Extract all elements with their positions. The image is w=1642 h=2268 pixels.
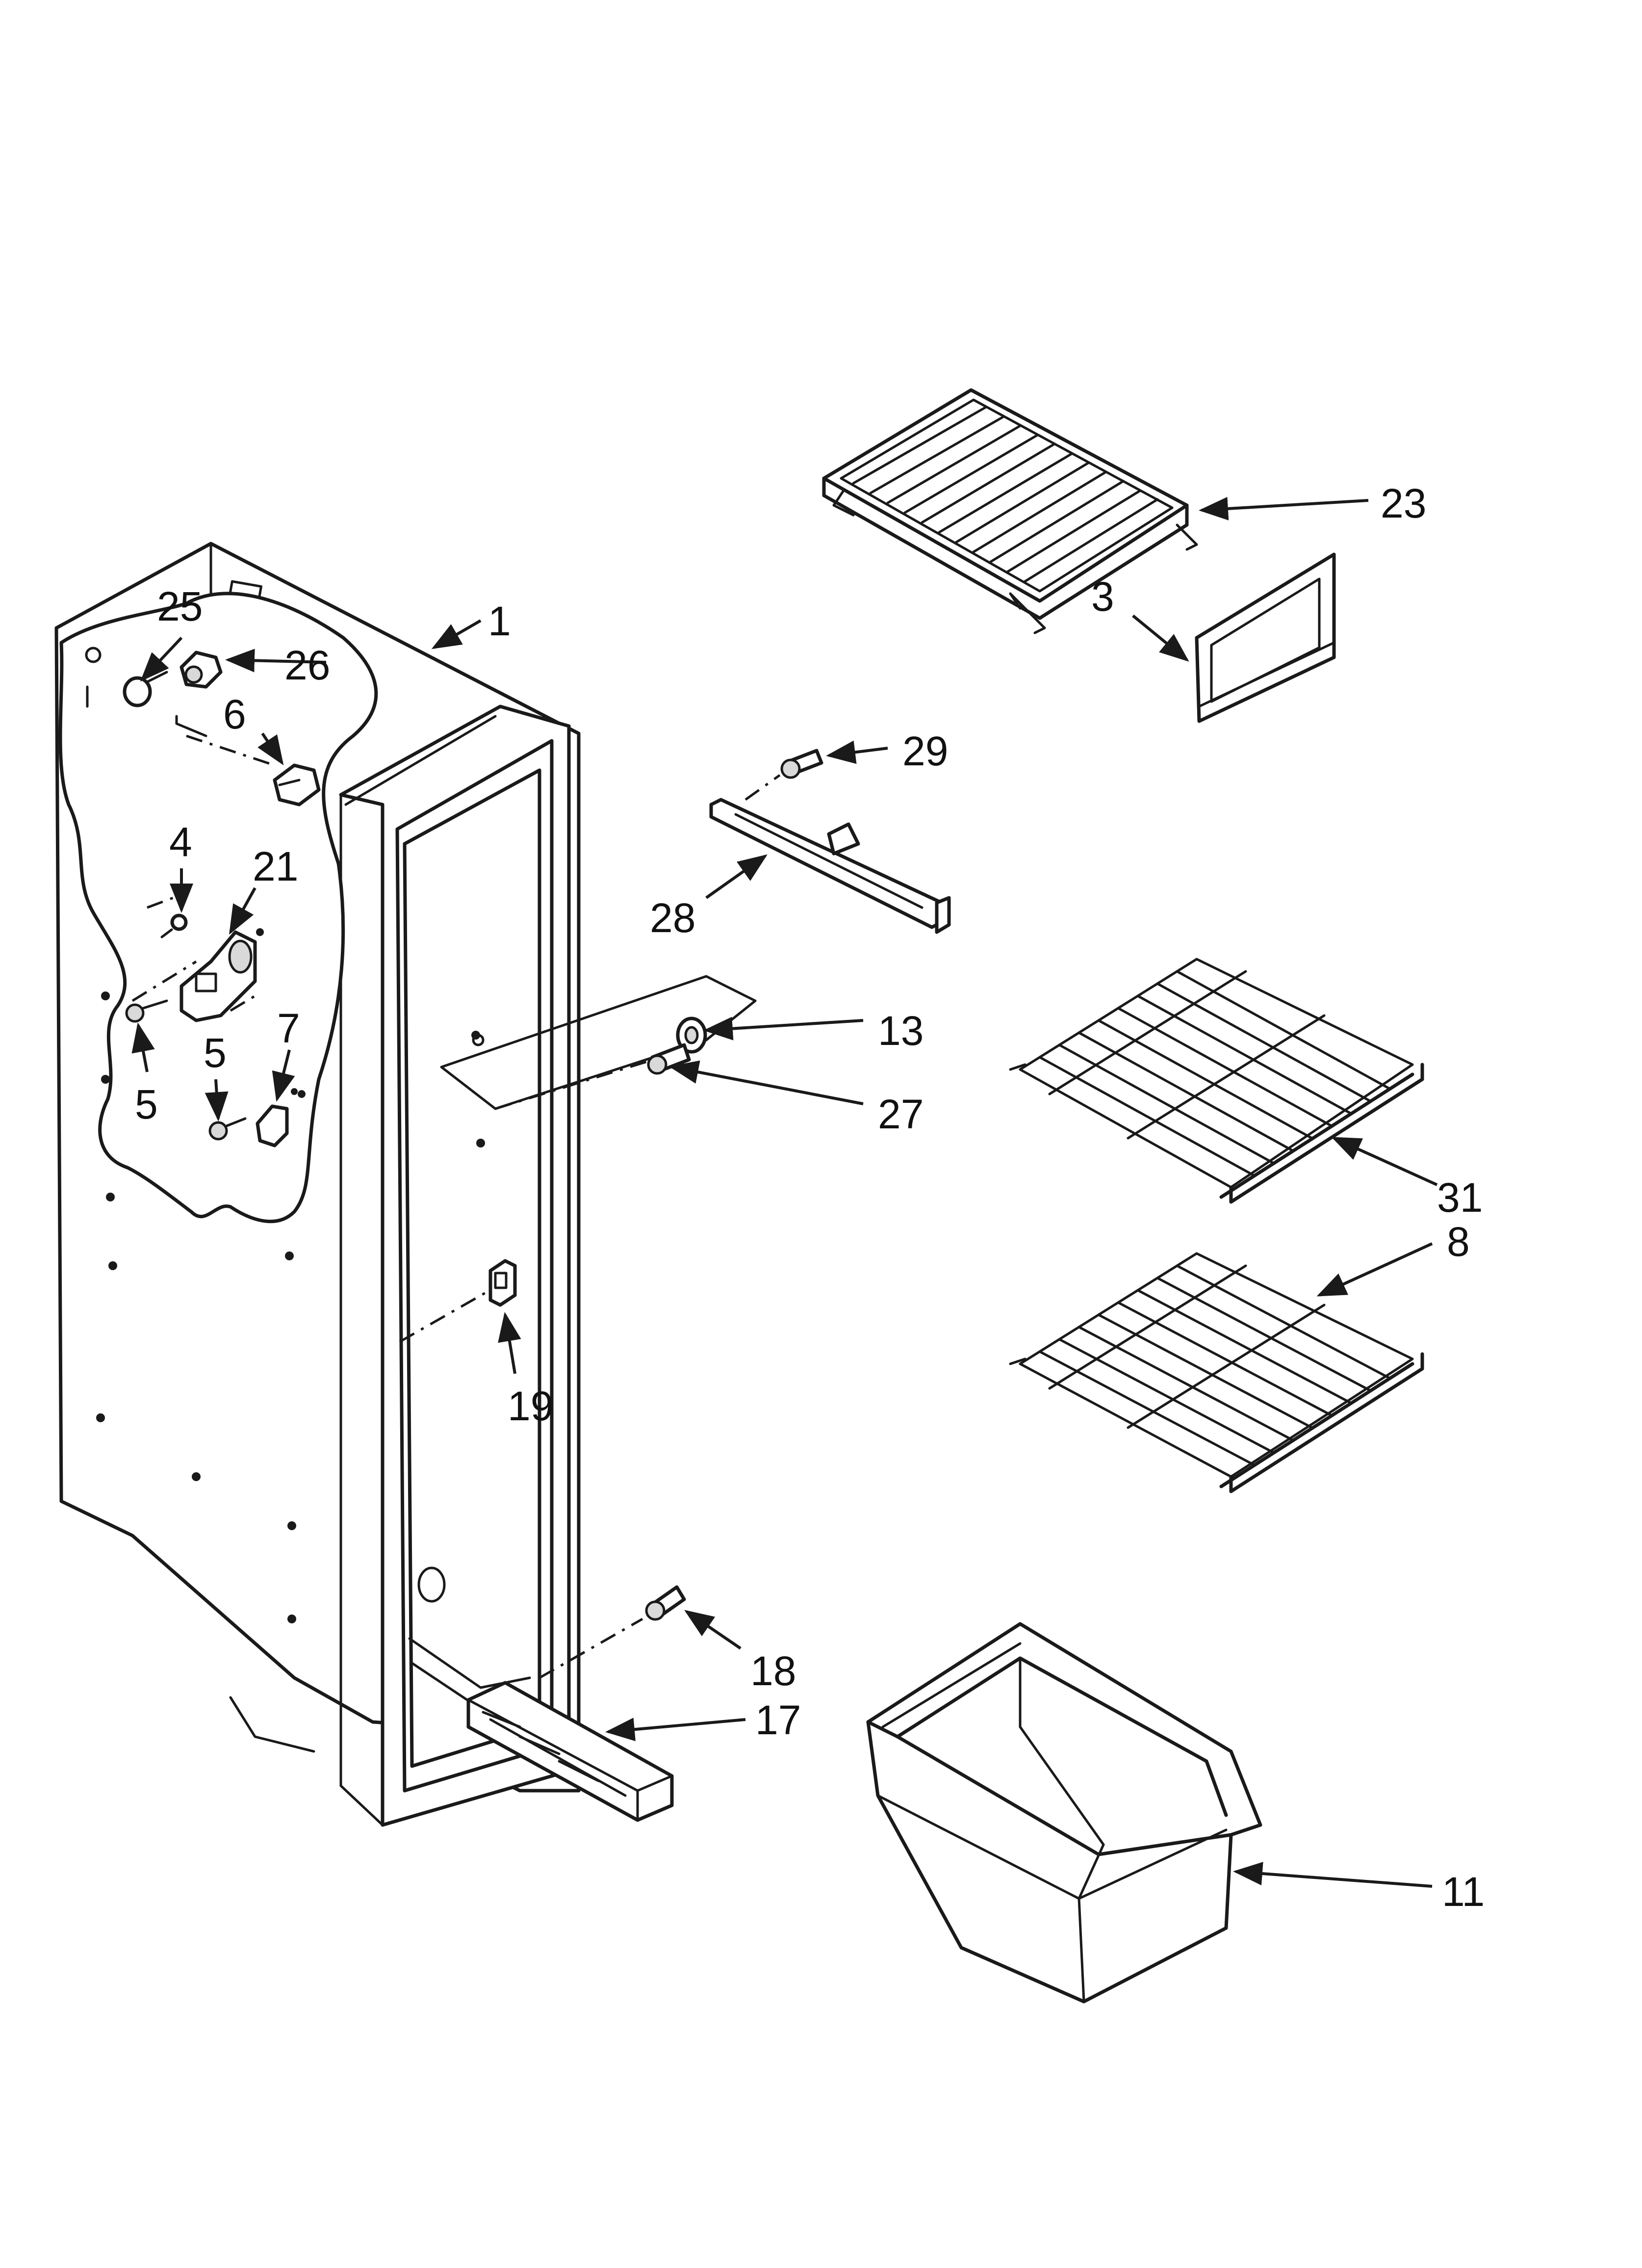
callout-5-middle: 5 [204,1030,227,1076]
callout-19: 19 [508,1383,553,1429]
upper-shelf-part [822,388,1198,634]
screw-part-5b [208,1117,247,1141]
callout-13: 13 [878,1008,924,1054]
door-switch-part [399,1259,517,1343]
cutaway-region [58,592,378,1224]
wire-shelf-part-8 [1009,1252,1424,1493]
screw-part-5a [125,999,168,1023]
callout-1: 1 [488,598,511,644]
slide-rail-part [709,798,951,934]
callout-23: 23 [1381,480,1426,526]
wire-shelf-part-31 [1009,958,1424,1204]
callout-29: 29 [902,728,948,774]
callout-5-lower-left: 5 [135,1081,158,1127]
screw-part-4 [160,913,188,938]
grille-part [466,1681,674,1822]
thermostat-housing-part [180,930,257,1022]
screw-washer-part [647,1017,707,1075]
callout-26: 26 [284,642,330,688]
callout-11: 11 [1442,1869,1485,1915]
leader-lines [131,496,1438,1888]
screw-part-29 [744,749,823,801]
light-socket-part [180,651,223,689]
callout-3: 3 [1091,574,1114,620]
callout-7: 7 [277,1005,300,1051]
callout-4: 4 [169,819,192,865]
storage-bin-part [866,1622,1262,2004]
callout-27: 27 [878,1091,924,1137]
callout-25: 25 [157,583,203,629]
callout-21: 21 [253,843,298,889]
callout-8: 8 [1447,1219,1470,1265]
shelf-cover-part [1195,552,1336,723]
callout-18: 18 [750,1648,796,1694]
callout-31: 31 [1437,1174,1483,1221]
callout-labels: 1 3 4 5 5 6 7 8 11 13 17 18 19 21 23 25 … [135,480,1485,1915]
callout-6: 6 [223,691,246,737]
callout-17: 17 [755,1697,801,1743]
screw-part-18 [539,1585,686,1679]
callout-28: 28 [650,895,695,941]
bracket-part [273,763,321,807]
